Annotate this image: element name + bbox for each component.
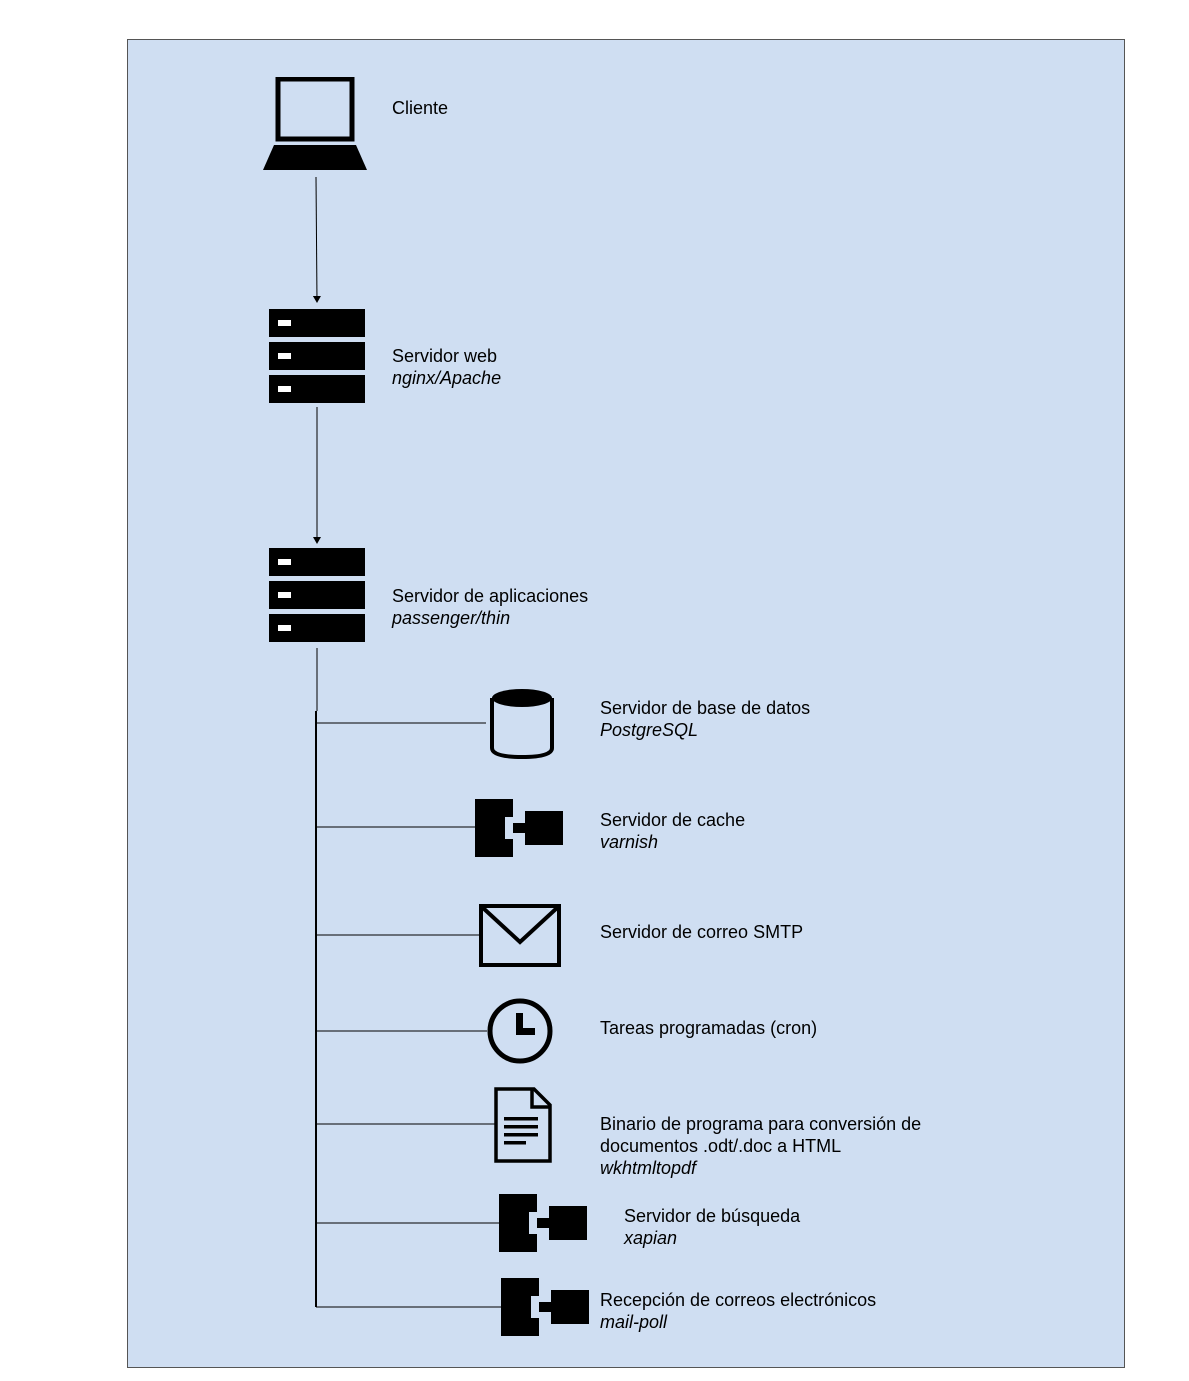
laptop-icon xyxy=(263,77,367,170)
arrow-client-to-web xyxy=(312,176,321,303)
node-cron-label: Tareas programadas (cron) xyxy=(600,1017,817,1039)
node-title: Tareas programadas (cron) xyxy=(600,1018,818,1038)
node-title: Servidor de aplicaciones xyxy=(392,586,589,606)
node-subtitle: mail-poll xyxy=(600,1312,668,1332)
component-icon xyxy=(501,1278,589,1336)
server-rack-icon xyxy=(269,548,365,642)
node-title: Servidor de búsqueda xyxy=(624,1206,801,1226)
node-title: Recepción de correos electrónicos xyxy=(600,1290,877,1310)
node-subtitle: PostgreSQL xyxy=(600,720,699,740)
node-db-label: Servidor de base de datos PostgreSQL xyxy=(600,697,810,741)
node-title: Servidor de cache xyxy=(600,810,746,830)
node-web-label: Servidor web nginx/Apache xyxy=(392,345,501,389)
node-title-line-2: documentos .odt/.doc a HTML xyxy=(600,1136,842,1156)
node-subtitle: wkhtmltopdf xyxy=(600,1158,697,1178)
node-search-label: Servidor de búsqueda xapian xyxy=(624,1205,800,1249)
node-client-label: Cliente xyxy=(392,97,448,119)
node-title: Servidor de correo SMTP xyxy=(600,922,804,942)
envelope-icon xyxy=(479,904,561,967)
node-subtitle: xapian xyxy=(624,1228,678,1248)
clock-icon xyxy=(487,998,553,1064)
node-subtitle: nginx/Apache xyxy=(392,368,502,388)
node-subtitle: passenger/thin xyxy=(392,608,511,628)
node-binary-label: Binario de programa para conversión de d… xyxy=(600,1113,921,1179)
node-app-label: Servidor de aplicaciones passenger/thin xyxy=(392,585,588,629)
node-title: Servidor de base de datos xyxy=(600,698,811,718)
node-smtp-label: Servidor de correo SMTP xyxy=(600,921,803,943)
server-rack-icon xyxy=(269,309,365,403)
node-subtitle: varnish xyxy=(600,832,659,852)
document-icon xyxy=(494,1087,552,1163)
database-icon xyxy=(490,689,554,760)
diagram-canvas xyxy=(127,39,1125,1368)
node-cache-label: Servidor de cache varnish xyxy=(600,809,745,853)
component-icon xyxy=(499,1194,587,1252)
node-title: Servidor web xyxy=(392,346,498,366)
node-title: Cliente xyxy=(392,98,449,118)
node-title: Binario de programa para conversión de xyxy=(600,1114,922,1134)
node-mailpoll-label: Recepción de correos electrónicos mail-p… xyxy=(600,1289,876,1333)
component-icon xyxy=(475,799,563,857)
